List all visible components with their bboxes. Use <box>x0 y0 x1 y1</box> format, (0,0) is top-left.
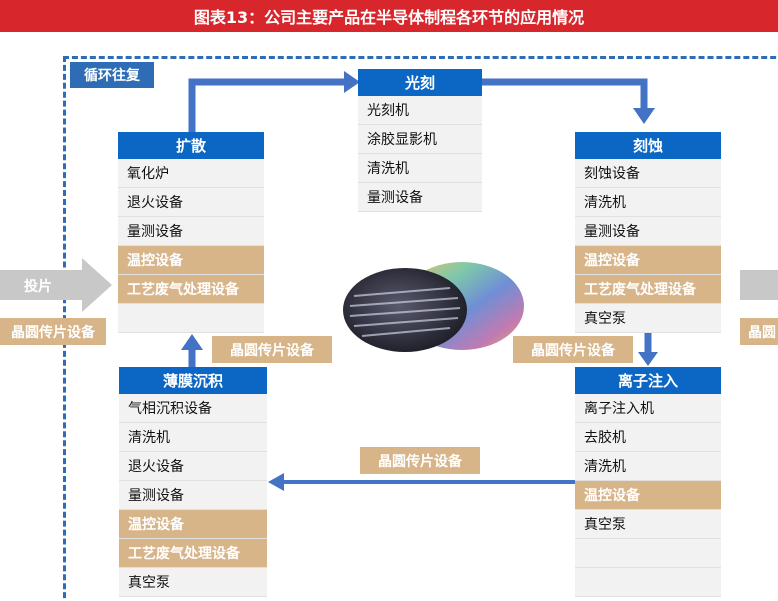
equipment-item: 去胶机 <box>575 423 721 452</box>
equipment-item: 氧化炉 <box>118 159 264 188</box>
equipment-item: 清洗机 <box>119 423 267 452</box>
equipment-item-highlight: 工艺废气处理设备 <box>119 539 267 568</box>
equipment-item: 量测设备 <box>358 183 482 212</box>
equipment-item: 气相沉积设备 <box>119 394 267 423</box>
equipment-item: 清洗机 <box>575 188 721 217</box>
stage-diffusion: 扩散 氧化炉 退火设备 量测设备 温控设备 工艺废气处理设备 <box>118 132 264 333</box>
input-transfer-tag: 晶圆传片设备 <box>0 318 106 345</box>
output-arrow <box>740 270 778 300</box>
loop-label: 循环往复 <box>70 62 154 88</box>
equipment-item-empty <box>575 539 721 568</box>
equipment-item: 真空泵 <box>575 510 721 539</box>
stage-implant: 离子注入 离子注入机 去胶机 清洗机 温控设备 真空泵 <box>575 367 721 597</box>
stage-lithography: 光刻 光刻机 涂胶显影机 清洗机 量测设备 <box>358 69 482 212</box>
stage-title: 薄膜沉积 <box>119 367 267 394</box>
equipment-item: 量测设备 <box>575 217 721 246</box>
equipment-item: 真空泵 <box>119 568 267 597</box>
equipment-item-highlight: 温控设备 <box>575 481 721 510</box>
equipment-item-highlight: 温控设备 <box>575 246 721 275</box>
equipment-item: 量测设备 <box>119 481 267 510</box>
stage-etching: 刻蚀 刻蚀设备 清洗机 量测设备 温控设备 工艺废气处理设备 真空泵 <box>575 132 721 333</box>
equipment-item: 退火设备 <box>118 188 264 217</box>
equipment-item-empty <box>118 304 264 333</box>
figure-title: 图表13：公司主要产品在半导体制程各环节的应用情况 <box>0 0 778 32</box>
equipment-item: 清洗机 <box>575 452 721 481</box>
transfer-tag-etch-implant: 晶圆传片设备 <box>513 336 633 363</box>
equipment-item: 清洗机 <box>358 154 482 183</box>
equipment-item-highlight: 工艺废气处理设备 <box>575 275 721 304</box>
equipment-item: 涂胶显影机 <box>358 125 482 154</box>
equipment-item: 真空泵 <box>575 304 721 333</box>
equipment-item: 刻蚀设备 <box>575 159 721 188</box>
equipment-item-highlight: 工艺废气处理设备 <box>118 275 264 304</box>
equipment-item: 退火设备 <box>119 452 267 481</box>
output-transfer-tag: 晶圆 <box>740 318 778 345</box>
wafer-image <box>343 262 524 352</box>
transfer-tag-deposition-diffusion: 晶圆传片设备 <box>212 336 332 363</box>
equipment-item: 光刻机 <box>358 96 482 125</box>
stage-title: 扩散 <box>118 132 264 159</box>
equipment-item-highlight: 温控设备 <box>118 246 264 275</box>
stage-title: 光刻 <box>358 69 482 96</box>
equipment-item-highlight: 温控设备 <box>119 510 267 539</box>
stage-deposition: 薄膜沉积 气相沉积设备 清洗机 退火设备 量测设备 温控设备 工艺废气处理设备 … <box>119 367 267 597</box>
stage-title: 刻蚀 <box>575 132 721 159</box>
equipment-item-empty <box>575 568 721 597</box>
input-label: 投片 <box>24 279 52 295</box>
input-arrow <box>0 258 112 312</box>
stage-title: 离子注入 <box>575 367 721 394</box>
transfer-tag-implant-deposition: 晶圆传片设备 <box>360 447 480 474</box>
equipment-item: 量测设备 <box>118 217 264 246</box>
equipment-item: 离子注入机 <box>575 394 721 423</box>
